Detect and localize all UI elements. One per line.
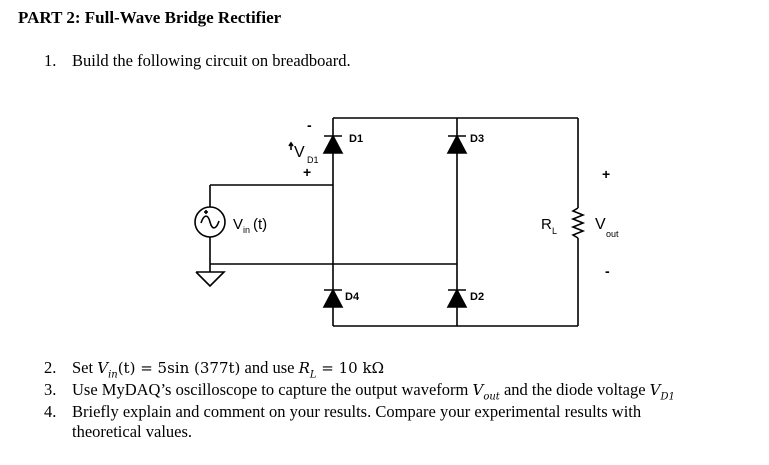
- step-text-line-1: Briefly explain and comment on your resu…: [72, 402, 642, 421]
- d2-label: D2: [470, 291, 484, 303]
- vd1-plus-sign: +: [303, 164, 311, 180]
- step-number: 3.: [44, 380, 57, 399]
- vout-minus-sign: -: [605, 263, 610, 279]
- step-4: 4. Briefly explain and comment on your r…: [44, 402, 764, 442]
- d4-label: D4: [345, 291, 360, 303]
- step-number: 2.: [44, 358, 57, 377]
- vout-label-v: V: [595, 216, 606, 233]
- vd1-label-sub: D1: [307, 155, 319, 165]
- vout-label-sub: out: [606, 229, 619, 239]
- vin-label-v: V: [233, 216, 243, 233]
- vin-label-t: (t): [253, 216, 267, 233]
- rl-label-r: R: [541, 216, 552, 233]
- step-3: 3. Use MyDAQ’s oscilloscope to capture t…: [44, 380, 764, 402]
- rl-label-sub: L: [552, 226, 557, 236]
- step-text: Build the following circuit on breadboar…: [72, 51, 351, 70]
- step-text: Use MyDAQ’s oscilloscope to capture the …: [72, 380, 675, 403]
- step-number: 1.: [44, 51, 57, 70]
- step-text-line-2: theoretical values.: [72, 422, 193, 441]
- section-heading: PART 2: Full-Wave Bridge Rectifier: [18, 8, 282, 27]
- vout-plus-sign: +: [602, 166, 610, 182]
- step-2: 2. Set Vin(t) = 5sin (377t) and use RL =…: [44, 358, 744, 380]
- d3-label: D3: [470, 133, 484, 145]
- step-number: 4.: [44, 402, 57, 421]
- vin-label-sub: in: [243, 225, 250, 235]
- step-text: Set Vin(t) = 5sin (377t) and use RL = 10…: [72, 358, 385, 381]
- d1-label: D1: [349, 133, 363, 145]
- vd1-label-v: V: [294, 144, 305, 161]
- step-1: 1. Build the following circuit on breadb…: [44, 51, 744, 71]
- vd1-minus-sign: -: [307, 117, 312, 133]
